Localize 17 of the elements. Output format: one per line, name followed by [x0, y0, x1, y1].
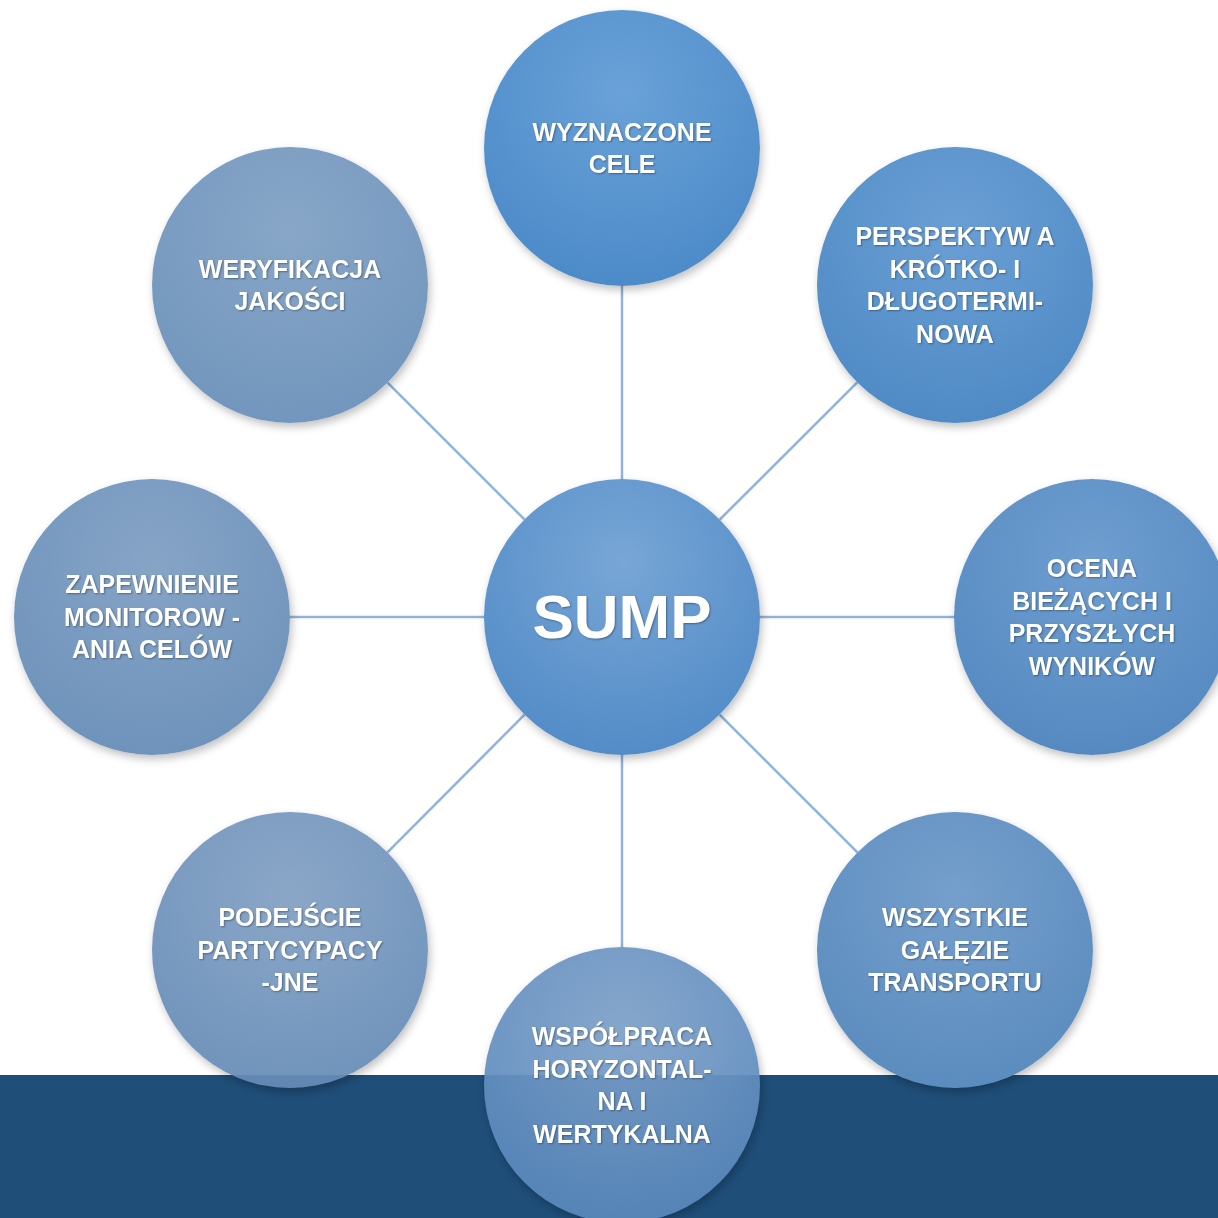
connector-line: [386, 713, 526, 854]
connector-line: [718, 381, 859, 521]
center-title: SUMP: [531, 580, 713, 653]
topic-label: ZAPEWNIENIE MONITOROW -ANIA CELÓW: [63, 569, 241, 666]
connector-line: [620, 286, 624, 479]
topic-label: PERSPEKTYW A KRÓTKO- I DŁUGOTERMI- NOWA: [855, 221, 1055, 350]
connector-line: [290, 615, 484, 619]
connector-line: [760, 615, 954, 619]
topic-label: WYZNACZONE CELE: [531, 116, 713, 180]
topic-label: WSPÓŁPRACA HORYZONTAL- NA I WERTYKALNA: [530, 1020, 714, 1150]
connector-line: [620, 755, 624, 947]
topic-label: PODEJŚCIE PARTYCYPACY -JNE: [196, 901, 384, 999]
topic-label: OCENA BIEŻĄCYCH I PRZYSZŁYCH WYNIKÓW: [1007, 553, 1177, 682]
connector-line: [718, 713, 859, 854]
topic-label: WSZYSTKIE GAŁĘZIE TRANSPORTU: [867, 902, 1043, 999]
topic-label: WERYFIKACJA JAKOŚCI: [197, 253, 383, 317]
connector-line: [386, 381, 526, 521]
